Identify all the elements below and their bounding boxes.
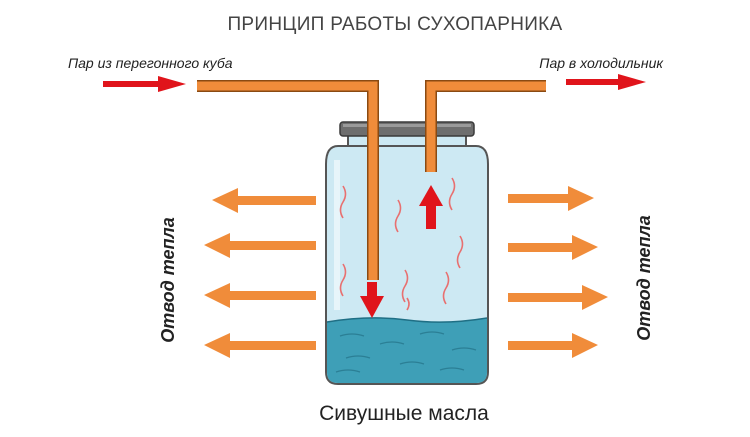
vapor-waves bbox=[339, 177, 464, 311]
heat-right-arrow-icon bbox=[508, 285, 608, 310]
steam-in-label: Пар из перегонного куба bbox=[68, 55, 233, 71]
inlet-pipe bbox=[197, 80, 379, 280]
fusel-oils-label: Сивушные масла bbox=[319, 402, 489, 425]
diagram-title: ПРИНЦИП РАБОТЫ СУХОПАРНИКА bbox=[227, 14, 562, 35]
flow-up-arrow-icon bbox=[419, 185, 443, 229]
heat-right-arrow-icon bbox=[508, 333, 598, 358]
heat-left-arrow-icon bbox=[212, 188, 316, 213]
fusel-oil-liquid bbox=[327, 317, 487, 383]
heat-right-arrow-icon bbox=[508, 186, 594, 211]
jar bbox=[325, 133, 489, 385]
heat-right-arrow-icon bbox=[508, 235, 598, 260]
steam-out-label: Пар в холодильник bbox=[539, 55, 664, 71]
heat-left-arrow-icon bbox=[204, 233, 316, 258]
outlet-pipe bbox=[425, 80, 546, 172]
heat-arrows-right bbox=[508, 186, 608, 358]
steam-out-arrow-icon bbox=[566, 74, 646, 90]
flow-down-arrow-icon bbox=[360, 282, 384, 318]
heat-left-arrow-icon bbox=[204, 283, 316, 308]
heat-removal-right-label: Отвод тепла bbox=[634, 215, 654, 341]
liquid-texture bbox=[335, 331, 477, 373]
steam-in-arrow-icon bbox=[103, 76, 186, 92]
heat-arrows-left bbox=[204, 188, 316, 358]
heat-left-arrow-icon bbox=[204, 333, 316, 358]
heat-removal-left-label: Отвод тепла bbox=[158, 217, 178, 343]
